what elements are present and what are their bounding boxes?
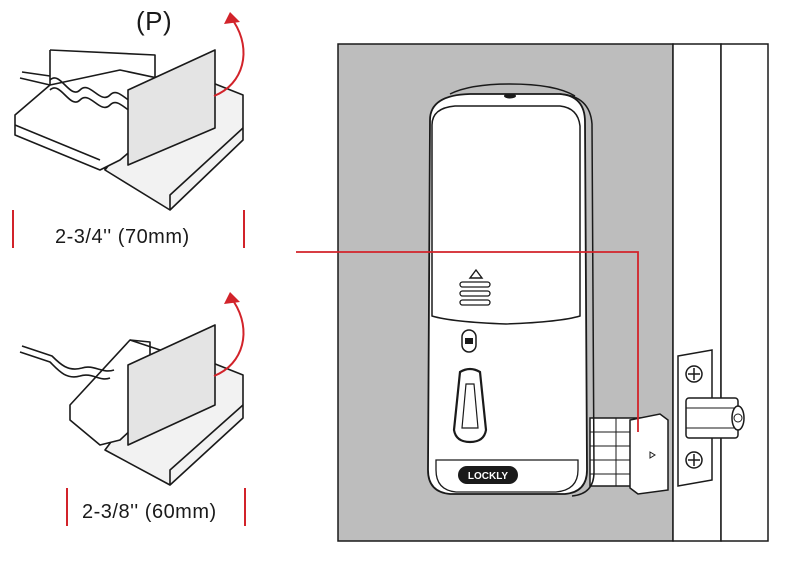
rotate-arrow-icon: [200, 10, 260, 100]
cam-block: [630, 414, 668, 494]
dimension-marker-right: [244, 488, 246, 526]
dimension-marker-left: [66, 488, 68, 526]
latch-bolt: [686, 398, 738, 438]
keypad-panel: [432, 106, 580, 324]
dimension-marker-left: [12, 210, 14, 248]
backset-dimension-bottom: 2-3/8'' (60mm): [82, 501, 217, 524]
door-jamb: [721, 44, 768, 541]
backset-dimension-top: 2-3/4'' (70mm): [55, 226, 190, 249]
door-lock-scene: LOCKLY: [290, 40, 801, 545]
rotate-arrow-icon: [200, 290, 260, 380]
dimension-marker-right: [243, 210, 245, 248]
brand-logo: LOCKLY: [468, 471, 509, 482]
